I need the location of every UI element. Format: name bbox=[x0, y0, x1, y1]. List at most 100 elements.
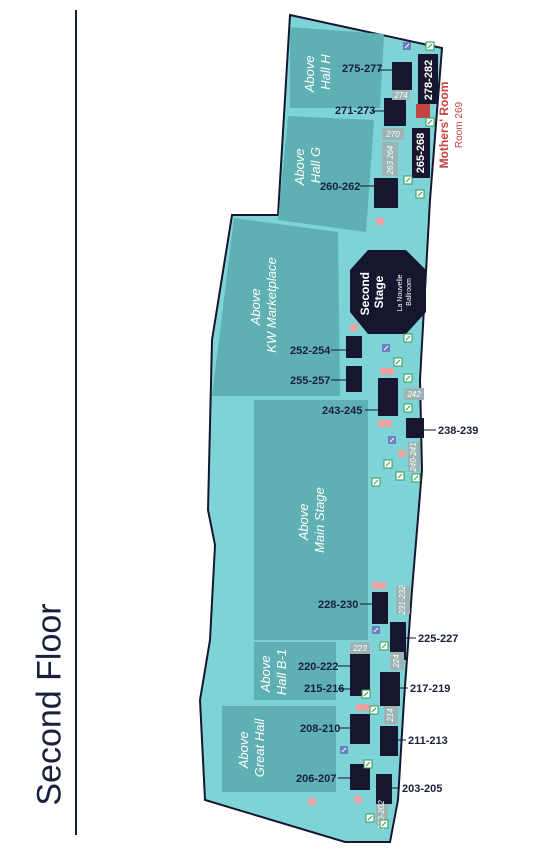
elevator-icon bbox=[388, 436, 396, 444]
tag-270: 270 bbox=[385, 130, 400, 139]
label-271: 271-273 bbox=[335, 105, 375, 117]
svg-text:Above Great Hall: Above Great Hall bbox=[236, 718, 267, 778]
tag-263: 263 264 bbox=[386, 145, 395, 175]
tag-242: 242 bbox=[406, 390, 421, 399]
tag-214: 214 bbox=[386, 708, 395, 723]
area-hall-g: Above Hall G bbox=[278, 116, 374, 232]
room-block-275[interactable] bbox=[392, 62, 412, 90]
area-hall-h-line1: Above bbox=[302, 55, 317, 93]
area-hall-h-line2: Hall H bbox=[318, 54, 333, 90]
tag-223: 223 bbox=[352, 644, 367, 653]
room-block-217[interactable] bbox=[380, 672, 400, 706]
label-206: 206-207 bbox=[296, 773, 336, 785]
restroom-icon bbox=[380, 368, 394, 375]
tag-240: 240-241 bbox=[409, 442, 418, 472]
area-great-line1: Above bbox=[236, 731, 251, 769]
label-217: 217-219 bbox=[410, 683, 450, 695]
mothers-room-sub: Room 269 bbox=[454, 101, 465, 148]
area-main-stage: Above Main Stage bbox=[254, 400, 368, 640]
restroom-icon bbox=[372, 582, 386, 589]
restroom-icon bbox=[398, 450, 406, 457]
area-hall-b1: Above Hall B-1 bbox=[254, 642, 336, 700]
exit-icon bbox=[403, 403, 413, 413]
floor-divider-line bbox=[75, 10, 77, 835]
room-block-271[interactable] bbox=[384, 98, 406, 126]
svg-text:Above Main Stage: Above Main Stage bbox=[296, 487, 327, 553]
area-main-line2: Main Stage bbox=[312, 487, 327, 553]
label-260: 260-262 bbox=[320, 181, 360, 193]
mothers-room-title: Mothers' Room bbox=[437, 82, 451, 169]
elevator-icon bbox=[340, 746, 348, 754]
tag-274: 274 bbox=[393, 91, 408, 100]
label-252: 252-254 bbox=[290, 345, 331, 357]
restroom-icon bbox=[378, 420, 392, 427]
stage-sub2: Ballroom bbox=[406, 278, 413, 306]
label-228: 228-230 bbox=[318, 599, 358, 611]
room-block-211[interactable] bbox=[380, 726, 398, 756]
exit-icon bbox=[379, 819, 389, 829]
room-block-238[interactable] bbox=[406, 418, 424, 438]
label-211: 211-213 bbox=[408, 735, 448, 747]
label-243: 243-245 bbox=[322, 405, 362, 417]
svg-text:La Nouvelle Ballroom: La Nouvelle Ballroom bbox=[397, 273, 413, 312]
elevator-icon bbox=[382, 344, 390, 352]
area-kw-line2: KW Marketplace bbox=[264, 257, 279, 352]
restroom-icon bbox=[356, 704, 370, 711]
area-kw-line1: Above bbox=[248, 288, 263, 326]
svg-text:Above Hall H: Above Hall H bbox=[302, 52, 333, 94]
exit-icon bbox=[425, 41, 435, 51]
room-block-252[interactable] bbox=[346, 336, 362, 358]
restroom-icon bbox=[376, 218, 384, 225]
room-block-206[interactable] bbox=[350, 764, 370, 790]
label-220: 220-222 bbox=[298, 661, 338, 673]
exit-icon bbox=[403, 333, 413, 343]
tag-200: 200-202 bbox=[377, 800, 386, 831]
exit-icon bbox=[415, 189, 425, 199]
exit-icon bbox=[403, 373, 413, 383]
stage-sub: La Nouvelle bbox=[397, 274, 404, 311]
area-b1-line2: Hall B-1 bbox=[274, 649, 289, 695]
label-203: 203-205 bbox=[402, 783, 442, 795]
area-b1-line1: Above bbox=[258, 655, 273, 693]
room-block-243[interactable] bbox=[378, 378, 398, 416]
second-stage[interactable]: Second Stage La Nouvelle Ballroom bbox=[350, 250, 426, 334]
area-hall-g-line1: Above bbox=[292, 148, 307, 186]
elevator-icon bbox=[403, 42, 411, 50]
label-275: 275-277 bbox=[342, 63, 382, 75]
label-255: 255-257 bbox=[290, 375, 330, 387]
room-block-203[interactable] bbox=[376, 774, 392, 804]
exit-icon bbox=[371, 477, 381, 487]
room-block-220[interactable] bbox=[350, 654, 370, 682]
small-tags: 274 270 263 264 242 240-241 223 224 214 … bbox=[350, 90, 424, 831]
label-208: 208-210 bbox=[300, 723, 340, 735]
exit-icon bbox=[365, 813, 375, 823]
room-block-278[interactable] bbox=[418, 54, 438, 104]
restroom-icon bbox=[350, 324, 358, 331]
exit-icon bbox=[395, 471, 405, 481]
exit-icon bbox=[361, 689, 371, 699]
restroom-icon bbox=[308, 798, 316, 805]
room-block-260[interactable] bbox=[374, 178, 398, 208]
exit-icon bbox=[383, 459, 393, 469]
svg-text:Above Hall G: Above Hall G bbox=[292, 145, 323, 187]
stage-title: Second bbox=[358, 272, 372, 315]
stage-title2: Stage bbox=[372, 275, 386, 308]
exit-icon bbox=[411, 473, 421, 483]
label-215: 215-216 bbox=[304, 683, 344, 695]
exit-icon bbox=[393, 357, 403, 367]
exit-icon bbox=[369, 705, 379, 715]
area-hall-h: Above Hall H bbox=[290, 27, 384, 108]
label-278: 278-282 bbox=[423, 60, 435, 100]
mothers-room[interactable]: Mothers' Room Room 269 bbox=[416, 82, 465, 169]
room-block-228[interactable] bbox=[372, 592, 388, 624]
tag-224: 224 bbox=[392, 654, 401, 669]
room-block-265[interactable] bbox=[412, 128, 430, 178]
area-great-hall: Above Great Hall bbox=[222, 706, 336, 792]
room-block-255[interactable] bbox=[346, 366, 362, 392]
exit-icon bbox=[425, 117, 435, 127]
exit-icon bbox=[363, 759, 373, 769]
room-block-225[interactable] bbox=[390, 622, 406, 660]
label-238: 238-239 bbox=[438, 425, 478, 437]
room-block-208[interactable] bbox=[350, 714, 370, 744]
